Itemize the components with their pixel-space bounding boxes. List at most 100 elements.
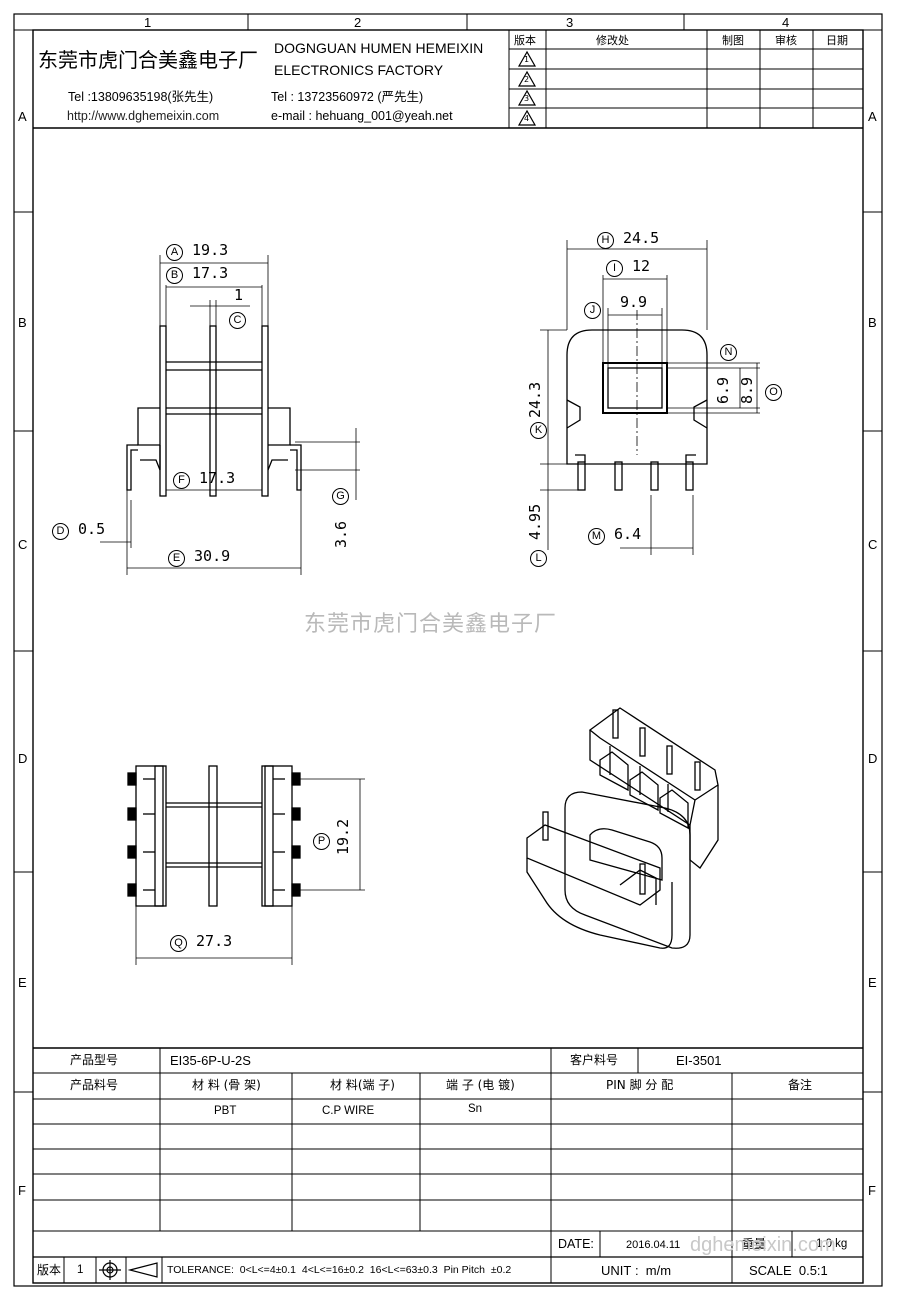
- zone-right-f: F: [868, 1183, 876, 1198]
- dim-i-marker: I: [606, 260, 623, 277]
- dim-i: I 12: [606, 259, 650, 277]
- dim-a-value: 19.3: [192, 241, 229, 259]
- zone-right-d: D: [868, 751, 878, 766]
- company-en-line2: ELECTRONICS FACTORY: [274, 62, 444, 78]
- date-value: 2016.04.11: [626, 1239, 681, 1251]
- corner-watermark: dghemeixin.com: [690, 1234, 836, 1256]
- contact-email[interactable]: e-mail : hehuang_001@yeah.net: [271, 109, 453, 123]
- label-weight: 重量: [742, 1237, 767, 1251]
- company-en-line1: DOGNGUAN HUMEN HEMEIXIN: [274, 40, 484, 56]
- label-product-model: 产品型号: [70, 1053, 119, 1067]
- dim-j: J: [584, 300, 601, 319]
- plating: Sn: [468, 1103, 483, 1115]
- zone-right-b: B: [868, 315, 877, 330]
- zone-left-e: E: [18, 975, 27, 990]
- dim-e-value: 30.9: [194, 547, 231, 565]
- rev-mark-4: 4: [524, 114, 530, 123]
- contact-tel1: Tel :13809635198(张先生): [68, 90, 214, 104]
- dim-m-value: 6.4: [614, 525, 642, 543]
- customer-pn: EI-3501: [676, 1053, 722, 1068]
- product-model: EI35-6P-U-2S: [170, 1053, 251, 1068]
- dim-a-marker: A: [166, 244, 183, 261]
- dim-o-marker: O: [765, 384, 782, 401]
- dim-n-value: 6.9: [714, 376, 732, 404]
- zone-left-b: B: [18, 315, 27, 330]
- dim-d-marker: D: [52, 523, 69, 540]
- dim-h-marker: H: [597, 232, 614, 249]
- dim-k: K: [530, 420, 547, 439]
- scale-note: SCALE 0.5:1: [749, 1263, 828, 1278]
- dim-j-value: 9.9: [620, 293, 648, 311]
- dim-g: G: [332, 486, 349, 505]
- dim-c-marker: C: [229, 312, 246, 329]
- version-value: 1: [77, 1264, 84, 1276]
- dim-b-marker: B: [166, 267, 183, 284]
- dim-j-marker: J: [584, 302, 601, 319]
- rev-header-date: 日期: [826, 34, 848, 47]
- dim-d-value: 0.5: [78, 520, 106, 538]
- dim-n: N: [720, 342, 737, 361]
- dim-o-value: 8.9: [738, 376, 756, 404]
- mat-bobbin: PBT: [214, 1105, 237, 1117]
- label-remark: 备注: [788, 1078, 813, 1092]
- dim-q: Q 27.3: [170, 934, 232, 952]
- zone-top-1: 1: [144, 15, 152, 30]
- zone-left-c: C: [18, 537, 28, 552]
- dim-k-marker: K: [530, 422, 547, 439]
- dim-b: B 17.3: [166, 266, 228, 284]
- dim-q-value: 27.3: [196, 932, 233, 950]
- rev-header-draw: 制图: [722, 34, 744, 47]
- zone-left-a: A: [18, 109, 27, 124]
- zone-right-a: A: [868, 109, 877, 124]
- dim-e: E 30.9: [168, 549, 230, 567]
- dim-a: A 19.3: [166, 243, 228, 261]
- rev-mark-2: 2: [524, 75, 530, 84]
- dim-k-value: 24.3: [526, 381, 544, 418]
- zone-left-f: F: [18, 1183, 26, 1198]
- dim-f-marker: F: [173, 472, 190, 489]
- rev-mark-1: 1: [524, 55, 530, 64]
- dim-o: O: [765, 382, 782, 401]
- contact-tel2: Tel : 13723560972 (严先生): [271, 90, 424, 104]
- rev-header-change: 修改处: [596, 34, 629, 47]
- dim-l-marker: L: [530, 550, 547, 567]
- label-mat-pin: 材 料(端 子): [330, 1078, 395, 1092]
- label-version: 版本: [37, 1263, 62, 1277]
- dim-n-marker: N: [720, 344, 737, 361]
- dim-c-value: 1: [234, 286, 244, 304]
- label-product-pn: 产品料号: [70, 1078, 119, 1092]
- dim-m-marker: M: [588, 528, 605, 545]
- dim-g-marker: G: [332, 488, 349, 505]
- unit-note: UNIT : m/m: [601, 1263, 672, 1278]
- dim-h-value: 24.5: [623, 229, 660, 247]
- watermark-text: 东莞市虎门合美鑫电子厂: [304, 612, 558, 637]
- dim-l: L: [530, 548, 547, 567]
- tolerance-note: TOLERANCE: 0<L<=4±0.1 4<L<=16±0.2 16<L<=…: [167, 1264, 512, 1276]
- dim-p-value: 19.2: [334, 818, 352, 855]
- zone-right-c: C: [868, 537, 878, 552]
- dim-p-marker: P: [313, 833, 330, 850]
- dim-c: C: [229, 310, 246, 329]
- dim-p: P: [313, 831, 330, 850]
- dim-h: H 24.5: [597, 231, 659, 249]
- zone-top-2: 2: [354, 15, 362, 30]
- label-pin-assign: PIN 脚 分 配: [606, 1078, 674, 1092]
- dim-m: M 6.4: [588, 527, 641, 545]
- zone-left-d: D: [18, 751, 28, 766]
- dim-f: F 17.3: [173, 471, 235, 489]
- dim-f-value: 17.3: [199, 469, 236, 487]
- dim-i-value: 12: [632, 257, 651, 275]
- rev-mark-3: 3: [524, 94, 530, 103]
- zone-top-4: 4: [782, 15, 790, 30]
- company-cn-name: 东莞市虎门合美鑫电子厂: [38, 48, 258, 72]
- company-url[interactable]: http://www.dghemeixin.com: [67, 109, 220, 123]
- rev-header-version: 版本: [514, 34, 536, 47]
- label-plating: 端 子 (电 镀): [446, 1078, 515, 1092]
- dim-g-value: 3.6: [332, 520, 350, 548]
- label-date: DATE:: [558, 1237, 594, 1251]
- dim-d: D 0.5: [52, 522, 105, 540]
- label-customer-pn: 客户料号: [570, 1053, 619, 1067]
- zone-right-e: E: [868, 975, 877, 990]
- dim-q-marker: Q: [170, 935, 187, 952]
